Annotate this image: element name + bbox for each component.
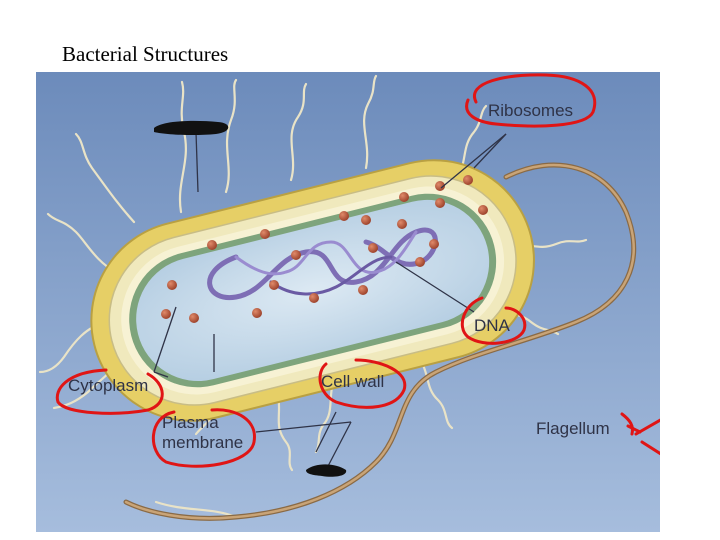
red-annotations: [55, 73, 660, 468]
label-cytoplasm: Cytoplasm: [68, 376, 148, 395]
leader-lines: [153, 131, 507, 471]
ribosomes: [161, 175, 488, 323]
label-plasma-line2: membrane: [162, 433, 243, 452]
circle-dna: [460, 296, 527, 345]
ribosome: [463, 175, 473, 185]
ribosome: [361, 215, 371, 225]
ribosome: [167, 280, 177, 290]
ribosome: [260, 229, 270, 239]
ribosome: [252, 308, 262, 318]
bacterial-cell-diagram: Ribosomes DNA Cytoplasm Cell wall Plasma…: [36, 72, 660, 532]
ribosome: [435, 181, 445, 191]
ribosome: [435, 198, 445, 208]
circle-cell-wall: [318, 358, 407, 409]
diagram-canvas: Ribosomes DNA Cytoplasm Cell wall Plasma…: [36, 72, 660, 532]
ribosome: [269, 280, 279, 290]
redaction-mark-capsule: [154, 120, 229, 136]
slide-title: Bacterial Structures: [62, 42, 229, 66]
ribosome: [339, 211, 349, 221]
redaction-mark-pili: [306, 464, 347, 477]
label-plasma-line1: Plasma: [162, 413, 219, 432]
ribosome: [415, 257, 425, 267]
ribosome: [368, 243, 378, 253]
bacterial-cell: [90, 159, 535, 422]
ribosome: [478, 205, 488, 215]
label-cell-wall: Cell wall: [321, 372, 384, 391]
label-flagellum: Flagellum: [536, 419, 610, 438]
ribosome: [358, 285, 368, 295]
ribosome: [397, 219, 407, 229]
ribosome: [207, 240, 217, 250]
label-ribosomes: Ribosomes: [488, 101, 573, 120]
mark-flagellum: [620, 412, 634, 436]
ribosome: [309, 293, 319, 303]
ribosome: [429, 239, 439, 249]
ribosome: [399, 192, 409, 202]
ribosome: [161, 309, 171, 319]
circle-ribosomes: [465, 73, 597, 128]
circle-cytoplasm: [55, 368, 164, 415]
ribosome: [189, 313, 199, 323]
circle-plasma-membrane: [152, 408, 256, 468]
label-dna: DNA: [474, 316, 511, 335]
ribosome: [291, 250, 301, 260]
